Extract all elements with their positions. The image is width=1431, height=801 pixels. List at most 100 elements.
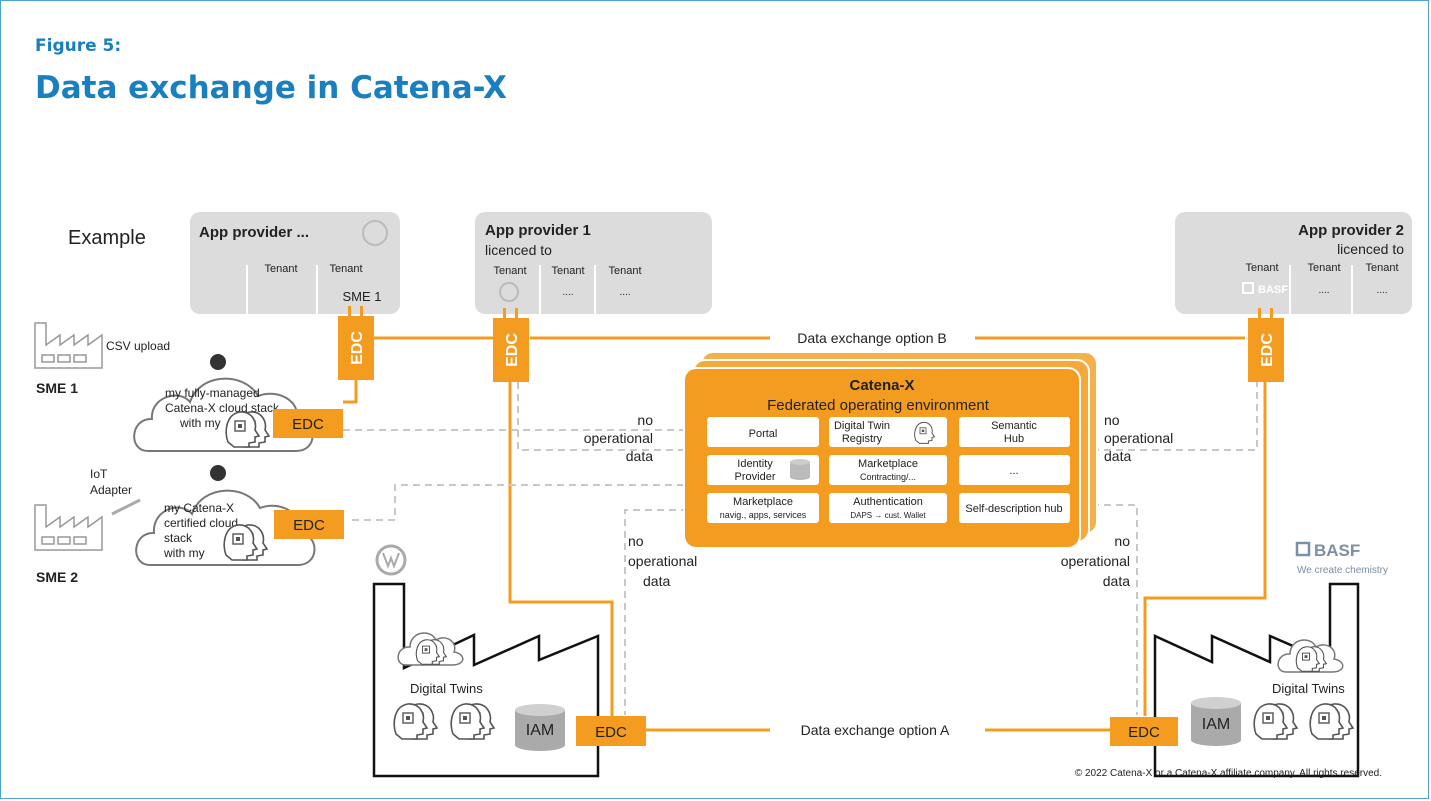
- no-op-text: operational: [628, 553, 697, 569]
- digital-twin-icon: [394, 704, 437, 739]
- app-provider-generic: App provider ... Tenant Tenant SME 1: [190, 212, 400, 314]
- marketplace-nav-cell: Marketplace: [733, 496, 793, 508]
- page-title: Data exchange in Catena-X: [35, 70, 507, 106]
- edc-label: EDC: [1128, 724, 1160, 741]
- iot-adapter-label: IoT: [90, 467, 108, 481]
- app-provider-name: App provider 1: [485, 222, 591, 239]
- tenant-label: Tenant: [1245, 262, 1278, 274]
- edc-label: EDC: [292, 416, 324, 433]
- tenant-value: ....: [562, 287, 573, 298]
- no-op-text: operational: [584, 430, 653, 446]
- tenant-label: Tenant: [551, 265, 584, 277]
- edc-label: EDC: [1259, 333, 1276, 367]
- semantic-hub-cell: Semantic: [991, 420, 1037, 432]
- no-op-text: data: [626, 448, 653, 464]
- network-icon: [210, 354, 226, 370]
- sme1-group: CSV upload SME 1 my fully-managed Catena…: [34, 322, 343, 452]
- cloud-text: Catena-X cloud stack: [165, 401, 280, 415]
- copyright: © 2022 Catena-X or a Catena-X affiliate …: [1075, 768, 1382, 779]
- twin-registry-cell: Digital Twin: [834, 420, 890, 432]
- basf-tenant-logo: BASF: [1258, 284, 1288, 296]
- twin-registry-cell: Registry: [842, 433, 883, 445]
- cloud-text: stack: [164, 531, 193, 545]
- identity-provider-cell: Provider: [735, 471, 776, 483]
- factory-icon: [34, 322, 103, 369]
- app-provider-name: App provider ...: [199, 224, 309, 241]
- marketplace-nav-cell: navig., apps, services: [720, 510, 807, 520]
- digital-twins-label: Digital Twins: [1272, 681, 1345, 696]
- digital-twin-icon: [224, 525, 267, 560]
- database-icon: [1191, 697, 1241, 746]
- edc-box: [273, 409, 343, 438]
- tenant-label: Tenant: [329, 263, 362, 275]
- factory-icon: [34, 504, 103, 551]
- portal-cell: Portal: [749, 428, 778, 440]
- example-label: Example: [68, 227, 146, 249]
- digital-twin-icon: [1254, 704, 1297, 739]
- basf-tagline: We create chemistry: [1297, 565, 1388, 576]
- vw-factory: Digital Twins IAM EDC: [372, 544, 646, 778]
- catena-subtitle: Federated operating environment: [767, 397, 990, 414]
- edc-label: EDC: [595, 724, 627, 741]
- cloud-text: my fully-managed: [165, 386, 260, 400]
- figure-label: Figure 5:: [35, 36, 121, 56]
- database-icon: [790, 459, 810, 480]
- catena-title: Catena-X: [849, 377, 914, 394]
- basf-logo-icon: [1242, 282, 1254, 294]
- iam-label: IAM: [526, 722, 554, 739]
- data-exchange-option-b: Data exchange option B: [797, 330, 946, 346]
- tenant-label: Tenant: [264, 263, 297, 275]
- edc-box: [274, 510, 344, 539]
- edc-label: EDC: [293, 517, 325, 534]
- basf-logo: BASF: [1314, 541, 1360, 560]
- tenant-label: Tenant: [608, 265, 641, 277]
- edc-vertical-generic: EDC: [338, 306, 374, 380]
- no-op-label-right-top: no operational data: [1104, 412, 1173, 464]
- edc-vertical-p1: EDC: [493, 308, 529, 382]
- sme2-group: IoT Adapter SME 2 my Catena-X certified …: [34, 465, 344, 585]
- iot-adapter-label: Adapter: [90, 483, 132, 497]
- no-op-label-right-bottom: no operational data: [1061, 533, 1130, 589]
- tenant-value: ....: [1318, 285, 1329, 296]
- authentication-cell: Authentication: [853, 496, 923, 508]
- no-op-text: operational: [1061, 553, 1130, 569]
- semantic-hub-cell: Hub: [1004, 433, 1024, 445]
- cloud-text: with my: [179, 416, 221, 430]
- licenced-to-label: licenced to: [1337, 241, 1404, 257]
- licenced-to-label: licenced to: [485, 242, 552, 258]
- app-provider-1: App provider 1 licenced to Tenant Tenant…: [475, 212, 712, 314]
- no-op-text: data: [1104, 448, 1131, 464]
- self-description-hub-cell: Self-description hub: [965, 503, 1062, 515]
- provider-logo-icon: [362, 220, 388, 246]
- tenant-sme1: SME 1: [342, 289, 381, 304]
- csv-upload-label: CSV upload: [106, 339, 170, 353]
- edc-box: [1110, 717, 1178, 746]
- tenant-value: ....: [619, 287, 630, 298]
- cloud-text: with my: [163, 546, 205, 560]
- identity-provider-cell: Identity: [737, 458, 773, 470]
- no-op-text: no: [628, 533, 644, 549]
- digital-twins-label: Digital Twins: [410, 681, 483, 696]
- digital-twin-icon: [1310, 704, 1353, 739]
- sme2-label: SME 2: [36, 569, 78, 585]
- tenant-value: ....: [1376, 285, 1387, 296]
- no-op-text: operational: [1104, 430, 1173, 446]
- vw-logo-icon: [499, 282, 519, 302]
- no-operational-data-lines: [343, 382, 1258, 715]
- cloud-text: my Catena-X: [164, 501, 234, 515]
- digital-twin-icon: [416, 640, 446, 665]
- tenant-label: Tenant: [1307, 262, 1340, 274]
- authentication-cell: DAPS → cust. Wallet: [850, 511, 926, 520]
- iam-label: IAM: [1202, 716, 1230, 733]
- cloud-text: certified cloud: [164, 516, 238, 530]
- tenant-label: Tenant: [493, 265, 526, 277]
- no-op-label-left-bottom: no operational data: [628, 533, 697, 589]
- edc-connections: [343, 336, 1267, 732]
- no-op-text: no: [1104, 412, 1120, 428]
- no-op-text: no: [1114, 533, 1130, 549]
- sme1-label: SME 1: [36, 380, 78, 396]
- database-icon: [515, 704, 565, 751]
- app-provider-2: App provider 2 licenced to Tenant Tenant…: [1175, 212, 1412, 314]
